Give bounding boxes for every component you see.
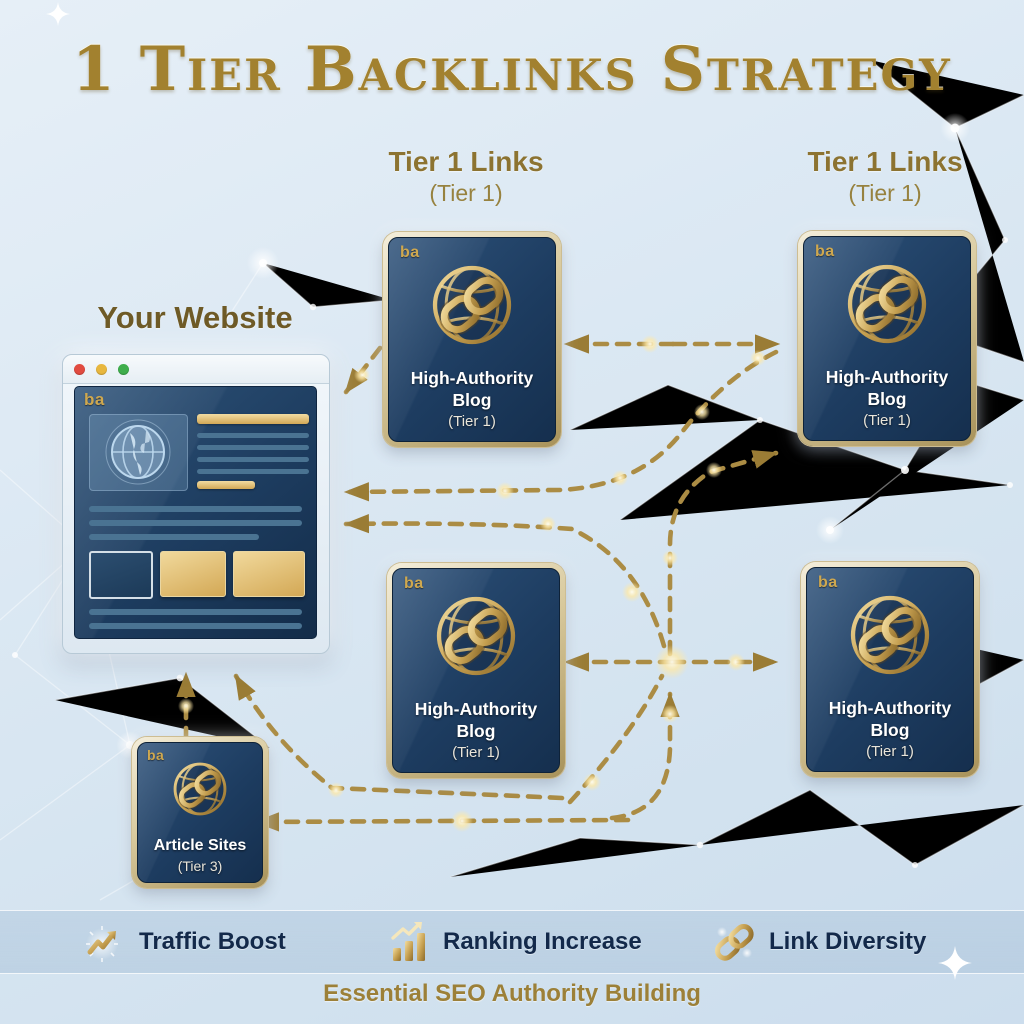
content-tile	[160, 551, 226, 597]
blog-card-bottom-right: ba High-Authority Blog (Tier 1)	[801, 562, 979, 777]
article-sites-card: ba Article Sites (Tier 3)	[132, 737, 268, 888]
cta-bar	[197, 481, 255, 489]
site-logo: ba	[84, 390, 105, 409]
card-tier-label: (Tier 3)	[177, 858, 223, 874]
card-logo: ba	[147, 747, 165, 763]
legend-item-traffic-boost: Traffic Boost	[82, 911, 286, 973]
card-title-line1: High-Authority	[410, 367, 534, 388]
legend-item-ranking-increase: Ranking Increase	[388, 911, 642, 973]
card-title-line2: Blog	[870, 720, 910, 741]
tier-header-right: Tier 1 Links (Tier 1)	[745, 146, 1024, 207]
legend-item-link-diversity: Link Diversity	[712, 911, 926, 973]
tier-header-left: Tier 1 Links (Tier 1)	[326, 146, 606, 207]
blog-card-top-middle: ba High-Authority Blog (Tier 1)	[383, 232, 561, 447]
window-titlebar	[63, 355, 329, 384]
text-line	[197, 433, 309, 438]
globe-chain-icon	[171, 760, 229, 818]
card-tier-label: (Tier 1)	[863, 412, 911, 429]
card-tier-label: (Tier 1)	[866, 743, 914, 760]
content-tile	[89, 551, 153, 599]
close-window-icon	[74, 363, 85, 375]
text-line	[89, 534, 259, 540]
tier-header-left-subtitle: (Tier 1)	[429, 180, 503, 206]
card-logo: ba	[815, 243, 835, 260]
legend-label: Link Diversity	[769, 928, 927, 955]
card-title-line1: High-Authority	[825, 366, 949, 387]
card-tier-label: (Tier 1)	[448, 413, 496, 430]
bar-chart-icon	[391, 922, 425, 961]
text-line	[89, 506, 302, 512]
card-logo: ba	[400, 244, 420, 261]
arrow-junction-to-rightblog	[667, 450, 779, 657]
legend-band: Traffic Boost Ranking Increase Link Dive…	[0, 910, 1024, 974]
tier-header-right-subtitle: (Tier 1)	[848, 180, 922, 206]
maximize-window-icon	[118, 363, 129, 375]
arrow-diagonal-merge	[567, 673, 665, 805]
card-title-line1: High-Authority	[828, 697, 952, 718]
arrow-elbow-up-to-junction	[609, 691, 680, 821]
globe-chain-icon	[844, 261, 930, 347]
chain-link-icon	[715, 924, 754, 961]
card-title-line2: Blog	[867, 389, 907, 410]
webpage-content: ba	[74, 386, 317, 639]
card-title: Article Sites	[153, 837, 247, 855]
text-line	[89, 623, 302, 629]
legend-label: Ranking Increase	[443, 928, 642, 955]
globe-chain-icon	[847, 592, 933, 678]
text-line	[197, 445, 309, 450]
globe-chain-icon	[429, 262, 515, 348]
blog-card-bottom-middle: ba High-Authority Blog (Tier 1)	[387, 563, 565, 778]
headline-bar	[197, 414, 309, 424]
text-line	[197, 469, 309, 474]
text-line	[89, 520, 302, 526]
card-logo: ba	[404, 575, 424, 592]
sparkle-icon	[46, 2, 70, 26]
globe-chain-icon	[433, 593, 519, 679]
blog-card-top-right: ba High-Authority Blog (Tier 1)	[798, 231, 976, 446]
sparkle-icon	[938, 946, 972, 980]
card-tier-label: (Tier 1)	[452, 744, 500, 761]
tier-header-right-title: Tier 1 Links	[807, 146, 963, 177]
text-line	[89, 609, 302, 615]
card-logo: ba	[818, 574, 838, 591]
content-tile	[233, 551, 305, 597]
hero-image-panel	[89, 414, 188, 491]
trend-arrow-icon	[86, 926, 118, 962]
tier-header-left-title: Tier 1 Links	[388, 146, 544, 177]
arrow-rightblog-to-website-upper	[343, 349, 779, 502]
arrow-curve-to-website-lower	[343, 513, 667, 649]
card-title-line1: High-Authority	[414, 698, 538, 719]
your-website-window: ba	[62, 354, 330, 654]
minimize-window-icon	[96, 363, 107, 375]
legend-label: Traffic Boost	[139, 928, 286, 955]
page-title: 1 Tier Backlinks Strategy	[72, 34, 952, 105]
browser-globe-icon	[105, 419, 171, 485]
text-line	[197, 457, 309, 462]
card-title-line2: Blog	[452, 390, 492, 411]
footer-tagline: Essential SEO Authority Building	[323, 980, 701, 1007]
card-title-line2: Blog	[456, 721, 496, 742]
arrow-to-article-card	[253, 812, 631, 832]
your-website-label: Your Website	[97, 300, 293, 335]
